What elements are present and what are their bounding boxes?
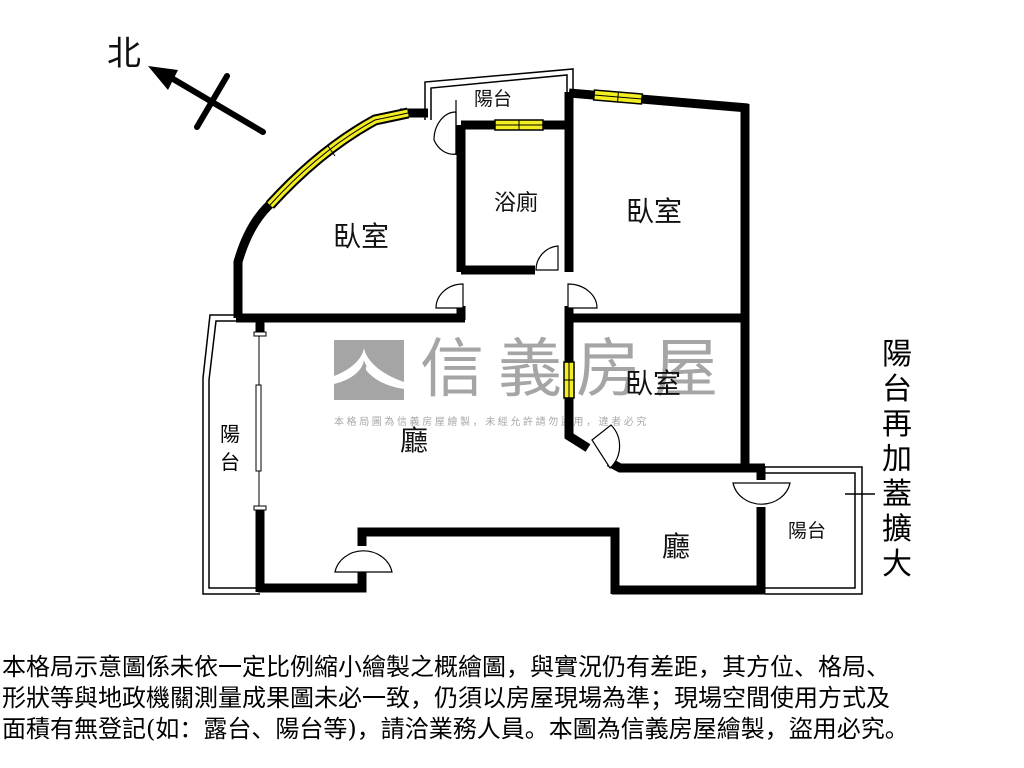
window-curved-northwest — [265, 107, 410, 209]
disclaimer-line-3: 面積有無登記(如：露台、陽台等)，請洽業務人員。本圖為信義房屋繪製，盜用必究。 — [2, 715, 909, 743]
room-label-bedroom-middle: 臥室 — [625, 367, 682, 400]
window-bathroom — [494, 119, 544, 131]
watermark-logo — [334, 340, 404, 400]
room-label-bedroom-northeast: 臥室 — [626, 195, 683, 228]
compass-north-label: 北 — [107, 34, 141, 74]
watermark-notice: 本格局圖為信義房屋繪製，未經允許請勿盜用，違者必究 — [334, 417, 649, 428]
room-label-balcony-left: 陽台 — [220, 422, 240, 474]
balcony-extension-note: 陽台再加蓋擴大 — [882, 337, 912, 582]
disclaimer-line-2: 形狀等與地政機關測量成果圖未必一致，仍須以房屋現場為準；現場空間使用方式及 — [2, 684, 890, 712]
room-label-balcony-top: 陽台 — [474, 88, 513, 110]
room-label-bedroom-northwest: 臥室 — [333, 220, 390, 253]
balcony-left-outline — [202, 314, 260, 595]
room-label-living-south: 廳 — [662, 530, 691, 563]
floor-plan — [148, 66, 875, 595]
disclaimer-line-1: 本格局示意圖係未依一定比例縮小繪製之概繪圖，與實況仍有差距，其方位、格局、 — [2, 653, 890, 681]
room-label-living-main: 廳 — [400, 424, 429, 457]
room-label-balcony-right: 陽台 — [788, 520, 827, 542]
window-northeast-bedroom — [592, 89, 644, 105]
room-label-bathroom: 浴廁 — [494, 191, 539, 216]
sliding-door-left-balcony — [253, 331, 267, 511]
doors — [334, 100, 791, 573]
disclaimer: 本格局示意圖係未依一定比例縮小繪製之概繪圖，與實況仍有差距，其方位、格局、 形狀… — [2, 652, 1022, 745]
balcony-right-outline — [763, 466, 875, 595]
window-middle-bedroom — [563, 361, 575, 399]
north-arrow-icon — [148, 66, 266, 135]
balcony-top-outline — [424, 68, 574, 120]
